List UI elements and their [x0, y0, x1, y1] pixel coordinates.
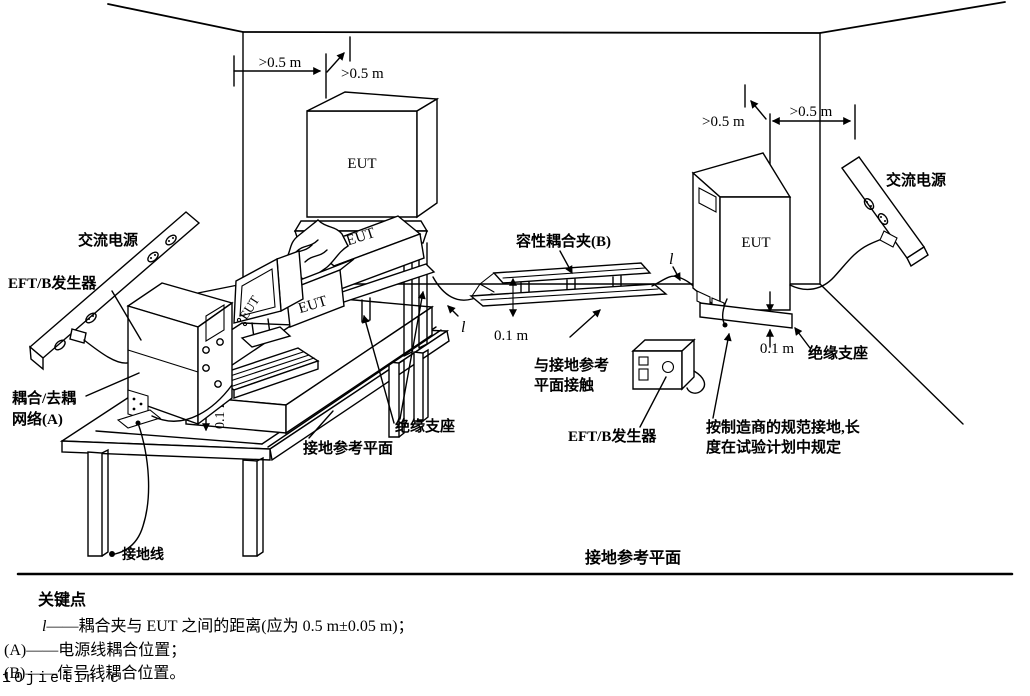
dim-ceiling-left: >0.5 m [341, 66, 384, 82]
label-insulating-support-left: 绝缘支座 [395, 417, 455, 435]
ground-strap [721, 298, 728, 324]
key-points-title: 关键点 [38, 590, 86, 609]
eftb-generator-floor [631, 338, 706, 394]
watermark: 10jielin.c [2, 670, 122, 687]
plug-left [69, 328, 87, 344]
tower-eut: EUT [293, 91, 440, 244]
label-coupling-network-line1: 耦合/去耦 [12, 389, 76, 407]
cable-floor-generator [686, 370, 706, 394]
key-point-a: (A)——电源线耦合位置； [4, 641, 186, 659]
label-capacitive-clamp: 容性耦合夹(B) [515, 232, 611, 250]
eftb-generator-left [116, 282, 234, 429]
capacitive-coupling-clamp: 0.1 m [432, 262, 700, 344]
label-l-right: l [669, 251, 674, 268]
tower-eut-label: EUT [347, 156, 376, 172]
label-eftb-generator-floor: EFT/B发生器 [568, 427, 657, 445]
key-point-l: l——耦合夹与 EUT 之间的距离(应为 0.5 m±0.05 m)； [42, 616, 414, 635]
label-insulating-support-right: 绝缘支座 [808, 344, 868, 362]
dimension-top-right: >0.5 m >0.5 m [702, 84, 856, 165]
label-l-left: l [461, 319, 466, 336]
ac-strip-left [28, 211, 201, 371]
leader-lines [85, 250, 811, 439]
label-ground-plane-floor: 接地参考平面 [585, 548, 681, 567]
key-point-b: (B)——信号线耦合位置。 [4, 664, 185, 682]
monitor-eut: EUT [233, 250, 304, 348]
label-ground-wire: 接地线 [122, 546, 164, 563]
dim-wall-right: >0.5 m [790, 104, 833, 120]
label-manufacturer-ground-line1: 按制造商的规范接地,长 [706, 418, 861, 436]
dimension-top-left: >0.5 m >0.5 m [233, 36, 384, 99]
cable-network-to-eut [151, 384, 233, 422]
label-contact-line1: 与接地参考 [534, 356, 609, 374]
label-ground-plane-table: 接地参考平面 [303, 439, 393, 457]
label-ac-power-left: 交流电源 [78, 231, 138, 249]
floor-standing-eut: EUT 0.1 m [691, 152, 885, 357]
system-unit-eut: EUT [285, 258, 355, 328]
label-contact-line2: 平面接触 [534, 376, 594, 394]
cable-eut-to-strip [789, 237, 885, 291]
dim-ceiling-right: >0.5 m [702, 114, 745, 130]
ac-strip-right [841, 156, 929, 268]
cable-strip-to-network [83, 339, 128, 364]
label-coupling-network-line2: 网络(A) [12, 410, 63, 428]
dim-clamp-height: 0.1 m [494, 328, 529, 344]
label-manufacturer-ground-line2: 度在试验计划中规定 [706, 438, 841, 456]
dim-wall-left: >0.5 m [259, 55, 302, 71]
label-eftb-generator-left: EFT/B发生器 [8, 274, 97, 292]
plug-right [879, 230, 898, 248]
dim-right-support-label: 0.1 m [760, 341, 795, 357]
label-ac-power-right: 交流电源 [886, 171, 946, 189]
floor-eut-label: EUT [741, 235, 770, 251]
ground-wire [109, 420, 150, 557]
key-points: 关键点 l——耦合夹与 EUT 之间的距离(应为 0.5 m±0.05 m)； … [2, 590, 414, 687]
